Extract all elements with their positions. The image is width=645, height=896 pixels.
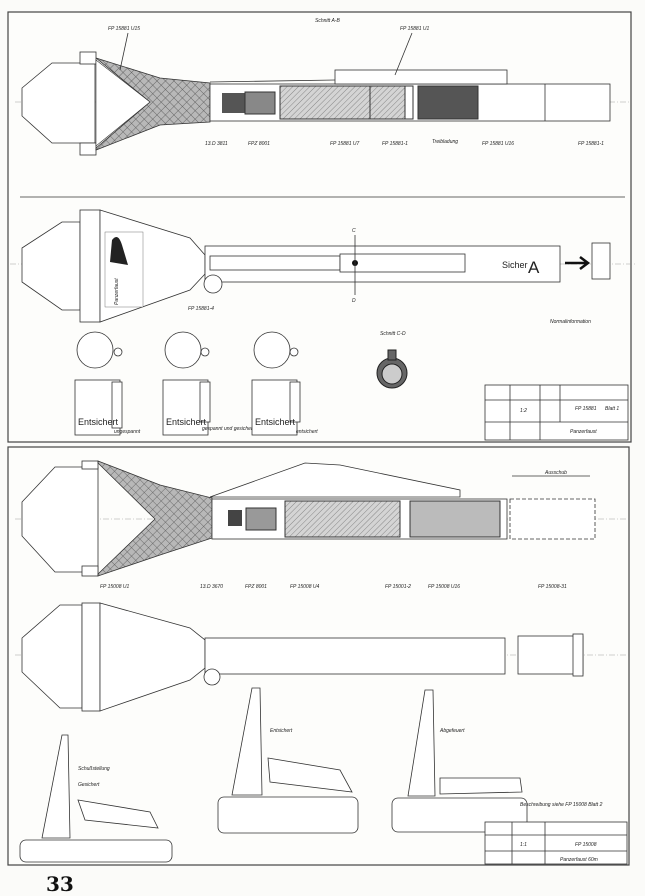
part-label: FP 15881-1 xyxy=(578,141,604,147)
part-label: FP 15881-1 xyxy=(382,141,408,147)
part-label: FPZ 8001 xyxy=(248,141,270,147)
part-label: FP 15008 U16 xyxy=(428,584,460,590)
safety-label-sicher: Sicher xyxy=(502,260,528,270)
mechanism-entsichert: Entsichert xyxy=(217,687,359,834)
mechanism-views: Schußstellung Gesichert Entsichert Abgef… xyxy=(19,687,528,863)
part-label: FP 15881 U16 xyxy=(482,141,514,147)
note: Beschreibung siehe FP 15008 Blatt 2 xyxy=(520,802,603,808)
part-label: 13.D 3811 xyxy=(205,141,228,147)
sheet-1: Schnitt A-B FP 15881 U15 FP 15881 U1 13.… xyxy=(7,11,635,443)
part-label: FPZ 8001 xyxy=(245,584,267,590)
mechanism-label: Entsichert xyxy=(270,728,293,734)
section-mark-d: D xyxy=(352,298,356,304)
safety-state-2: Entsichert gespannt und gesichert xyxy=(162,331,255,436)
dimension-label: Ausschub xyxy=(544,470,567,476)
part-label: FP 15008-31 xyxy=(538,584,567,590)
part-label: FP 15008 U1 xyxy=(100,584,129,590)
side-view-2 xyxy=(15,602,630,712)
part-label: FP 15008 U4 xyxy=(290,584,319,590)
part-label: FP 15001-2 xyxy=(385,584,411,590)
drawing-name: Panzerfaust 60m xyxy=(560,857,598,863)
trigger-mechanism xyxy=(334,69,508,85)
part-label: FP 15881 U7 xyxy=(330,141,359,147)
safety-state-label: Entsichert xyxy=(255,417,296,427)
safety-state-caption: gespannt und gesichert xyxy=(202,426,255,432)
trigger-lever-raised xyxy=(209,462,461,498)
launch-tube xyxy=(204,637,506,675)
side-view-drawing: Panzerfaust C D Sicher A FP 15881-4 Norm… xyxy=(10,196,635,325)
safety-state-label: Entsichert xyxy=(78,417,119,427)
part-note: Treibladung xyxy=(432,139,458,145)
mechanism-label: Schußstellung xyxy=(78,766,110,772)
sheet-number: Blatt 1 xyxy=(605,406,619,412)
safety-states: Entsichert ungespannt Entsichert gespann… xyxy=(74,331,318,436)
mechanism-label: Abgefeuert xyxy=(439,728,465,734)
scale: 1:2 xyxy=(520,408,527,414)
section-a-b-title: Schnitt A-B xyxy=(315,18,340,24)
note: Normalinformation xyxy=(550,319,591,325)
hollow-charge-crosshatch xyxy=(95,57,211,151)
safety-state-3: Entsichert entsichert xyxy=(251,331,318,436)
safety-state-caption: entsichert xyxy=(296,429,318,435)
scale: 1:1 xyxy=(520,842,527,848)
title-block-1: 1:2 FP 15881 Blatt 1 Panzerfaust xyxy=(484,384,629,441)
part-label: FP 15881 U15 xyxy=(108,26,140,32)
warhead-label: Panzerfaust xyxy=(114,278,120,305)
drawing-number: FP 15881 xyxy=(575,406,597,412)
sight-trigger xyxy=(339,253,466,273)
safety-state-caption: ungespannt xyxy=(114,429,141,435)
hollow-charge-crosshatch xyxy=(97,460,213,577)
section-c-d: Schnitt C-D xyxy=(376,331,408,389)
safety-state-label: Entsichert xyxy=(166,417,207,427)
title-block-2: 1:1 FP 15008 Panzerfaust 60m xyxy=(484,821,628,865)
drawing-name: Panzerfaust xyxy=(570,429,597,435)
mechanism-gesichert: Schußstellung Gesichert xyxy=(19,734,173,863)
part-label: FP 15881 U1 xyxy=(400,26,429,32)
page-number: 33 xyxy=(46,872,74,896)
section-mark-c: C xyxy=(352,228,356,234)
trigger-button xyxy=(203,274,223,294)
safety-state-1: Entsichert ungespannt xyxy=(74,331,141,436)
section-view-2: Ausschub FP 15008 U1 13.D 3670 FPZ 8001 … xyxy=(15,460,630,590)
section-a-b-drawing: Schnitt A-B FP 15881 U15 FP 15881 U1 13.… xyxy=(15,18,630,156)
arrow-icon xyxy=(565,256,591,270)
drawing-number: FP 15008 xyxy=(575,842,597,848)
part-label: FP 15881-4 xyxy=(188,306,214,312)
section-c-d-title: Schnitt C-D xyxy=(380,331,406,337)
trigger-button xyxy=(203,668,221,686)
part-label: 13.D 3670 xyxy=(200,584,223,590)
sheet-2: Ausschub FP 15008 U1 13.D 3670 FPZ 8001 … xyxy=(7,446,630,866)
section-mark-a: A xyxy=(528,258,540,277)
mechanism-sublabel: Gesichert xyxy=(78,782,100,788)
